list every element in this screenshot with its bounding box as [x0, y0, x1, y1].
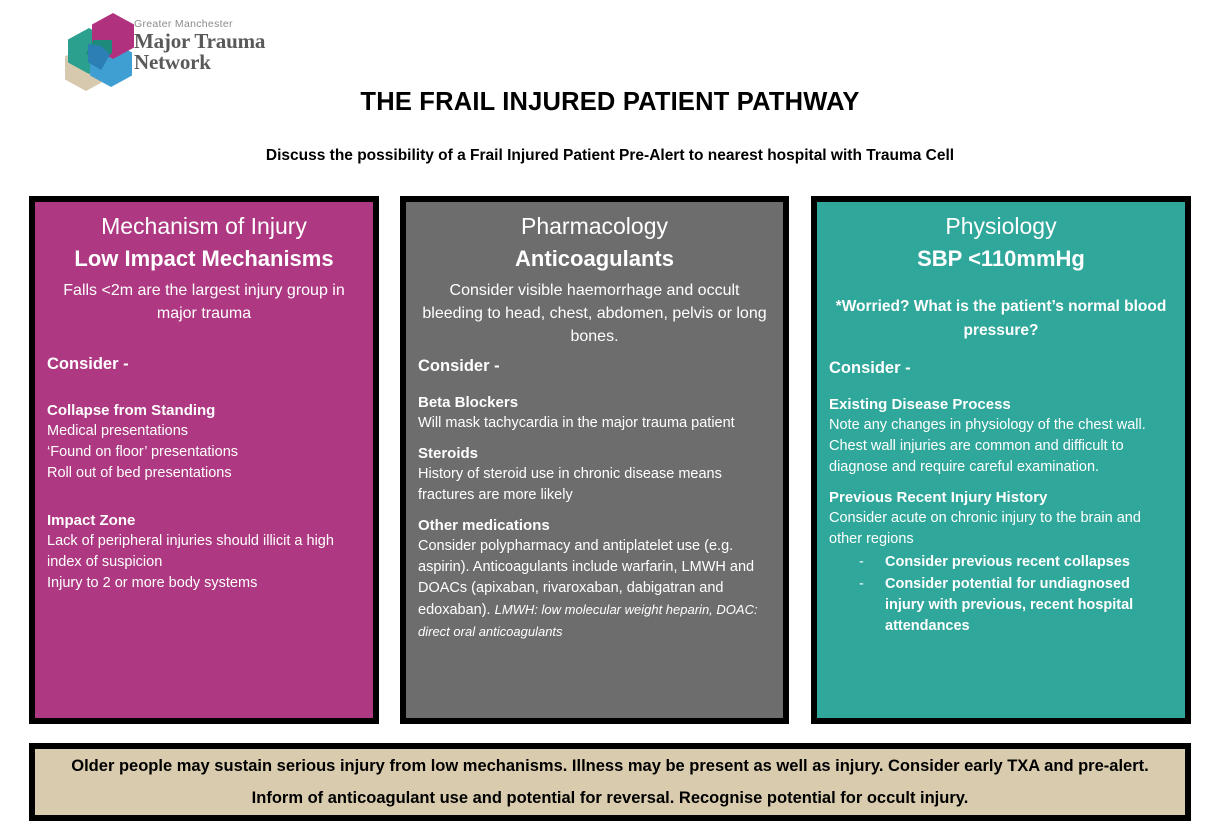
bullet-dash-icon: - [859, 554, 864, 570]
block-heading-other-medications: Other medications [418, 517, 550, 534]
block-body-collapse-from-standing: Medical presentations ‘Found on floor’ p… [47, 423, 239, 481]
panel-title-physiology: Physiology [945, 213, 1057, 239]
panel-title-mechanism-of-injury: Mechanism of Injury [101, 213, 307, 239]
block-body-previous-recent-injury-history: Consider acute on chronic injury to the … [829, 510, 1141, 547]
block-heading-existing-disease-process: Existing Disease Process [829, 396, 1011, 413]
consider-label-pharmacology: Consider - [418, 357, 500, 375]
block-body-other-medications: Consider polypharmacy and antiplatelet u… [418, 536, 771, 643]
panel-pharmacology: Pharmacology Anticoagulants Consider vis… [400, 196, 789, 724]
consider-label-physiology: Consider - [829, 359, 911, 377]
bullet-text: Consider potential for undiagnosed injur… [885, 576, 1134, 634]
pathway-columns: Mechanism of Injury Low Impact Mechanism… [0, 196, 1220, 724]
page-header: Greater Manchester Major Trauma Network … [0, 0, 1220, 186]
bullet-dash-icon: - [859, 576, 864, 592]
physiology-bullet-list: - Consider previous recent collapses - C… [829, 552, 1173, 637]
block-heading-steroids: Steroids [418, 445, 479, 462]
panel-lede-mechanism-of-injury: Falls <2m are the largest injury group i… [63, 282, 345, 322]
panel-lede-pharmacology: Consider visible haemorrhage and occult … [422, 282, 767, 345]
panel-mechanism-of-injury: Mechanism of Injury Low Impact Mechanism… [29, 196, 379, 724]
page-title: THE FRAIL INJURED PATIENT PATHWAY [360, 88, 860, 116]
gm-major-trauma-network-logo: Greater Manchester Major Trauma Network [62, 12, 274, 91]
block-body-impact-zone: Lack of peripheral injuries should illic… [47, 533, 334, 591]
logo-wordmark: Greater Manchester Major Trauma Network [134, 18, 274, 73]
list-item: - Consider previous recent collapses [829, 552, 1173, 573]
block-body-steroids: History of steroid use in chronic diseas… [418, 466, 722, 503]
panel-subtitle-physiology: SBP <110mmHg [917, 246, 1085, 271]
block-body-other-medications-abbreviations: LMWH: low molecular weight heparin, DOAC… [418, 602, 758, 639]
panel-lede-physiology: *Worried? What is the patient’s normal b… [835, 298, 1167, 339]
block-heading-beta-blockers: Beta Blockers [418, 394, 519, 411]
panel-subtitle-pharmacology: Anticoagulants [515, 246, 674, 271]
logo-line-greater-manchester: Greater Manchester [134, 18, 233, 30]
summary-banner-text: Older people may sustain serious injury … [71, 757, 1149, 807]
block-body-existing-disease-process: Note any changes in physiology of the ch… [829, 417, 1146, 475]
panel-subtitle-mechanism-of-injury: Low Impact Mechanisms [74, 246, 334, 271]
bullet-text: Consider previous recent collapses [885, 554, 1130, 570]
block-heading-impact-zone: Impact Zone [47, 512, 136, 529]
consider-label-mechanism-of-injury: Consider - [47, 355, 129, 373]
list-item: - Consider potential for undiagnosed inj… [829, 574, 1173, 637]
block-body-beta-blockers: Will mask tachycardia in the major traum… [418, 415, 735, 431]
logo-hexagon-overlap-blue-icon [88, 44, 110, 70]
logo-line-network: Network [134, 50, 211, 74]
logo-line-major-trauma: Major Trauma [134, 29, 266, 53]
summary-banner: Older people may sustain serious injury … [29, 743, 1191, 821]
panel-physiology: Physiology SBP <110mmHg *Worried? What i… [811, 196, 1191, 724]
block-heading-collapse-from-standing: Collapse from Standing [47, 402, 216, 419]
block-heading-previous-recent-injury-history: Previous Recent Injury History [829, 489, 1048, 506]
panel-title-pharmacology: Pharmacology [520, 213, 669, 239]
logo-hexagon-marks [62, 12, 140, 91]
block-body-other-medications-text: Consider polypharmacy and antiplatelet u… [418, 538, 755, 618]
page-subtitle: Discuss the possibility of a Frail Injur… [265, 147, 955, 164]
